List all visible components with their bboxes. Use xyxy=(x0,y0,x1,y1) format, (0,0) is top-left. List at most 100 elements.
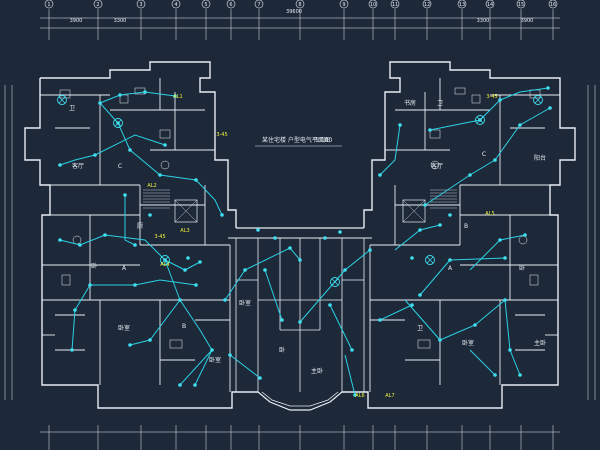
room-label: C xyxy=(118,163,122,170)
fixture-dot xyxy=(508,348,512,352)
room-label: 书房 xyxy=(404,99,416,107)
labels: 某住宅楼 户型电气平面图 1:100 39600 3900 3300 3300 … xyxy=(69,9,546,399)
grid-bubble xyxy=(254,0,264,9)
fixture-dot xyxy=(423,203,427,207)
grid-number: 2 xyxy=(96,2,99,8)
wiring-run xyxy=(195,179,223,216)
wall-right-outer xyxy=(342,61,576,409)
fixture-dot xyxy=(70,348,74,352)
fixture-dot xyxy=(128,343,132,347)
grid-number: 9 xyxy=(342,2,345,8)
fixture-dot xyxy=(468,173,472,177)
grid-bubble xyxy=(171,0,181,9)
grid-number: 10 xyxy=(370,2,376,8)
wiring-run xyxy=(94,134,166,156)
panel-label: AL7 xyxy=(385,393,394,399)
elevator-shaft xyxy=(402,199,426,223)
ceiling-light-icon xyxy=(533,95,543,105)
wiring-run xyxy=(134,279,197,286)
fixture-dot xyxy=(518,123,522,127)
grid-bubble xyxy=(44,0,54,9)
fixture-dot xyxy=(58,163,62,167)
room-label: 卧室 xyxy=(118,324,130,332)
fixture-dot xyxy=(123,193,127,197)
wiring-run xyxy=(504,299,521,376)
elevator-cross xyxy=(174,199,198,223)
fixture-dot xyxy=(263,268,267,272)
fixtures xyxy=(57,86,552,397)
grid-bubble xyxy=(226,0,236,9)
fixture-dot xyxy=(103,233,107,237)
fixture-dot xyxy=(518,373,522,377)
sanitary-fixture xyxy=(471,94,481,104)
wiring-run xyxy=(104,234,166,261)
grid-number: 3 xyxy=(139,2,142,8)
room-label: A xyxy=(448,265,453,272)
wiring-run xyxy=(59,234,106,246)
room-label: 客厅 xyxy=(431,162,443,170)
fixture-dot xyxy=(58,238,62,242)
room-label: 卫 xyxy=(437,100,443,107)
fixture-dot xyxy=(418,228,422,232)
grid-bubble xyxy=(516,0,526,9)
round-fixture xyxy=(430,160,440,170)
sanitary-fixture xyxy=(429,129,441,139)
ceiling-light-cross xyxy=(58,96,66,104)
fixture-dot xyxy=(428,128,432,132)
fixture-dot xyxy=(410,256,414,260)
fixture-dot xyxy=(498,238,502,242)
sanitary-fixture xyxy=(59,89,71,99)
fixture-dot xyxy=(546,86,550,90)
room-label: 卧 xyxy=(279,346,285,354)
fixture-dot xyxy=(323,236,327,240)
fixture-dot xyxy=(78,243,82,247)
fixture-dot xyxy=(353,393,357,397)
fixture-dot xyxy=(178,383,182,387)
fixture-dot xyxy=(473,323,477,327)
dimension-total: 39600 xyxy=(286,9,302,15)
grid-number: 12 xyxy=(424,2,430,8)
wiring-run xyxy=(494,107,551,161)
room-label: 主卧 xyxy=(311,367,323,375)
wiring-run xyxy=(179,349,213,386)
fixture-dot xyxy=(328,303,332,307)
room-label: 卧室 xyxy=(239,299,251,307)
grid-number: 13 xyxy=(459,2,465,8)
fixture-dot xyxy=(88,283,92,287)
panel-label: AL6 xyxy=(355,393,364,399)
round-fixture xyxy=(160,160,170,170)
wiring-run xyxy=(404,299,441,341)
grid-bubble xyxy=(422,0,432,9)
ceiling-light-icon xyxy=(330,277,340,287)
grid-number: 15 xyxy=(518,2,524,8)
grid-number: 11 xyxy=(392,2,398,8)
room-label: 阳台 xyxy=(534,154,546,162)
room-label: 主卧 xyxy=(534,339,546,347)
fixture-dot xyxy=(194,178,198,182)
ceiling-light-cross xyxy=(114,119,122,127)
grid-number: 16 xyxy=(550,2,556,8)
ceiling-light-cross xyxy=(476,116,484,124)
fixture-dot xyxy=(448,213,452,217)
fixture-dot xyxy=(298,320,302,324)
dimension-left-2: 3300 xyxy=(114,18,127,24)
room-label: B xyxy=(464,223,468,230)
grid-bubble xyxy=(548,0,558,9)
drawing-scale: 1:100 xyxy=(315,137,332,144)
fixture-dot xyxy=(178,298,182,302)
room-label: A xyxy=(122,265,127,272)
wiring-run xyxy=(469,349,496,376)
wiring-run xyxy=(344,354,356,396)
ceiling-light-icon xyxy=(425,255,435,265)
dimension-right-1: 3300 xyxy=(477,18,490,24)
wiring-run xyxy=(439,299,506,341)
fixture-dot xyxy=(338,230,342,234)
dimension-right-2: 3900 xyxy=(521,18,534,24)
fixture-dot xyxy=(158,173,162,177)
round-fixture xyxy=(72,235,82,245)
fixture-dot xyxy=(98,101,102,105)
wiring-run xyxy=(124,195,136,246)
wiring-run xyxy=(244,247,301,271)
sanitary-fixture xyxy=(169,339,183,349)
